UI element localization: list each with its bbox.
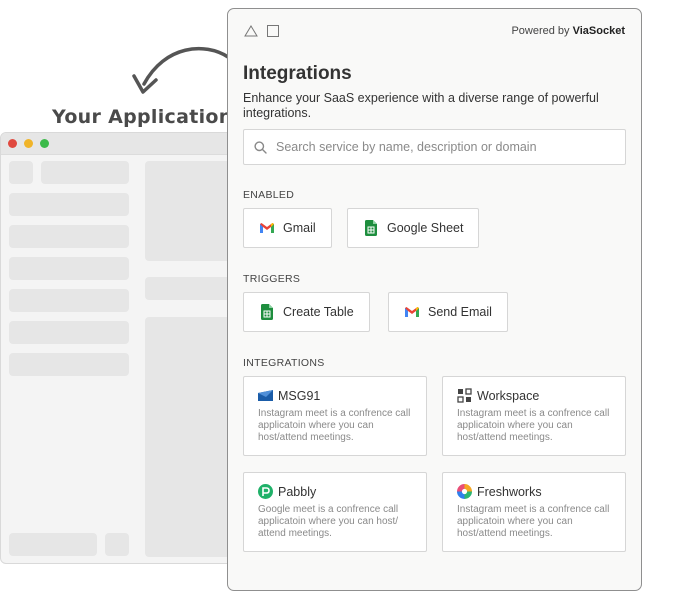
search-box[interactable] [243, 129, 626, 165]
gmail-icon [404, 304, 420, 320]
page-description: Enhance your SaaS experience with a dive… [243, 91, 599, 120]
card-description: Google meet is a confrence call applicat… [258, 504, 399, 539]
application-window-mockup [0, 132, 260, 564]
panel-top-icons [244, 25, 279, 37]
curved-arrow-icon [132, 46, 230, 94]
powered-by: Powered by ViaSocket [511, 25, 625, 37]
trigger-create-table-chip[interactable]: Create Table [243, 292, 370, 332]
triggers-section-label: TRIGGERS [243, 273, 301, 285]
integration-card-pabbly[interactable]: Pabbly Google meet is a confrence call a… [243, 472, 427, 552]
placeholder-bar [9, 533, 97, 556]
placeholder-bar [9, 321, 129, 344]
trigger-send-email-chip[interactable]: Send Email [388, 292, 508, 332]
card-header: Freshworks [457, 484, 611, 499]
msg91-icon [258, 388, 273, 403]
chip-label: Send Email [428, 305, 492, 319]
integrations-section-label: INTEGRATIONS [243, 357, 325, 369]
search-input[interactable] [276, 140, 616, 154]
card-header: MSG91 [258, 388, 412, 403]
workspace-icon [457, 388, 472, 403]
placeholder-bar [9, 193, 129, 216]
card-header: Pabbly [258, 484, 412, 499]
card-title: Pabbly [278, 484, 317, 499]
powered-by-prefix: Powered by [511, 25, 570, 37]
search-icon [254, 140, 267, 154]
page-title: Integrations [243, 63, 352, 84]
triangle-icon[interactable] [244, 25, 258, 37]
card-title: Workspace [477, 388, 540, 403]
card-title: Freshworks [477, 484, 542, 499]
window-titlebar [1, 133, 259, 155]
powered-by-brand[interactable]: ViaSocket [572, 25, 625, 37]
card-title: MSG91 [278, 388, 321, 403]
card-header: Workspace [457, 388, 611, 403]
google-sheet-icon [363, 220, 379, 236]
pabbly-icon [258, 484, 273, 499]
integration-card-workspace[interactable]: Workspace Instagram meet is a confrence … [442, 376, 626, 456]
placeholder-bar [9, 353, 129, 376]
your-application-label: Your Application [52, 106, 233, 128]
placeholder-bar [105, 533, 129, 556]
placeholder-bar [9, 225, 129, 248]
placeholder-bar [9, 161, 33, 184]
google-sheet-icon [259, 304, 275, 320]
card-description: Instagram meet is a confrence call appli… [457, 504, 610, 539]
placeholder-bar [41, 161, 129, 184]
placeholder-bar [9, 289, 129, 312]
gmail-icon [259, 220, 275, 236]
square-icon[interactable] [267, 25, 279, 37]
placeholder-bar [9, 257, 129, 280]
chip-label: Create Table [283, 305, 354, 319]
integrations-panel: Powered by ViaSocket Integrations Enhanc… [227, 8, 642, 591]
close-window-dot [8, 139, 17, 148]
chip-label: Google Sheet [387, 221, 464, 235]
maximize-window-dot [40, 139, 49, 148]
minimize-window-dot [24, 139, 33, 148]
integration-card-freshworks[interactable]: Freshworks Instagram meet is a confrence… [442, 472, 626, 552]
card-description: Instagram meet is a confrence call appli… [457, 408, 610, 443]
integration-card-msg91[interactable]: MSG91 Instagram meet is a confrence call… [243, 376, 427, 456]
enabled-google-sheet-chip[interactable]: Google Sheet [347, 208, 480, 248]
chip-label: Gmail [283, 221, 316, 235]
enabled-section-label: ENABLED [243, 189, 295, 201]
card-description: Instagram meet is a confrence call appli… [258, 408, 411, 443]
freshworks-icon [457, 484, 472, 499]
enabled-gmail-chip[interactable]: Gmail [243, 208, 332, 248]
